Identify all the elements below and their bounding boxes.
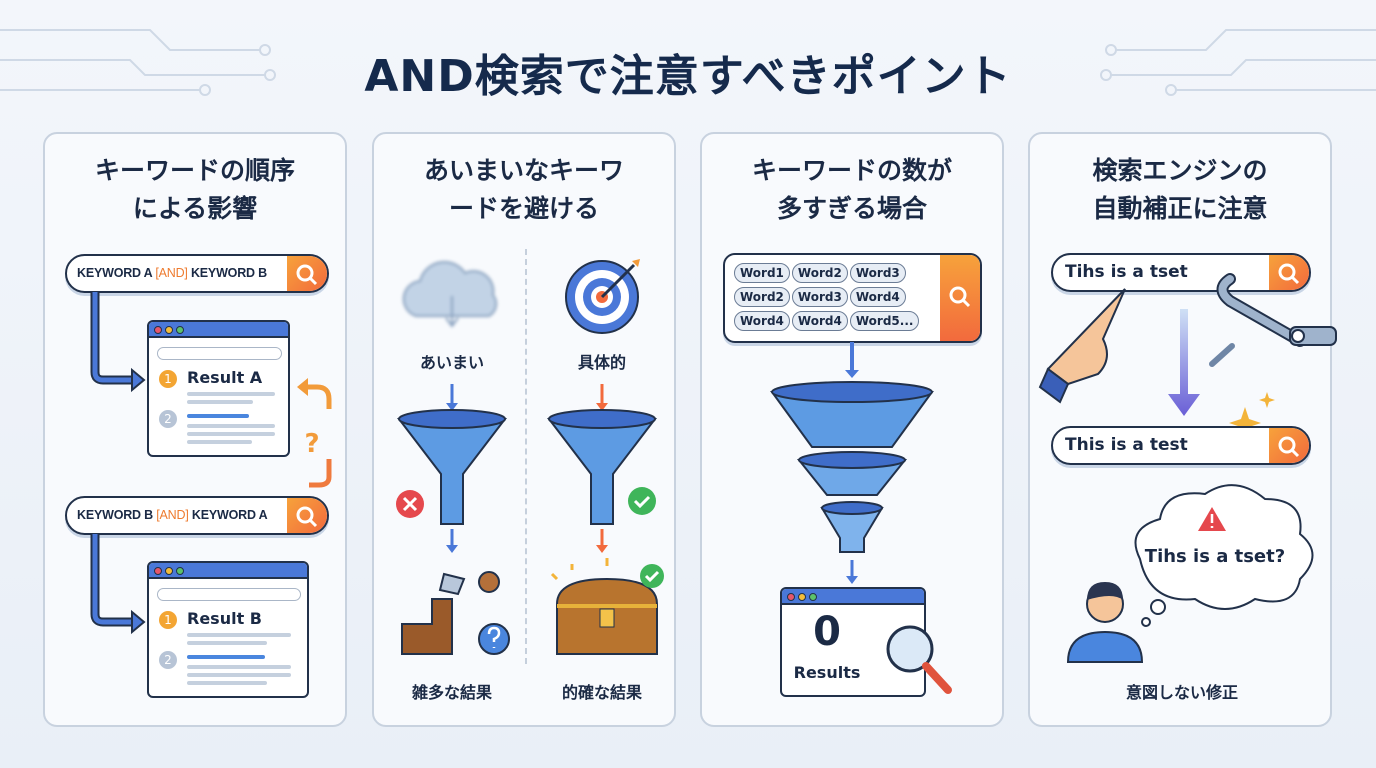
panel-auto-correction: 検索エンジンの自動補正に注意 Tihs is a tset This is a … xyxy=(1028,132,1337,727)
result-window-b: 1 Result B 2 xyxy=(147,561,309,698)
keyword-chip: Word2 xyxy=(791,263,848,283)
keyword-chip: Word4 xyxy=(734,311,790,331)
cluttered-results-label: 雑多な結果 xyxy=(411,683,492,702)
swap-question-arrow-icon: ? xyxy=(297,378,332,488)
result-b-label: Result B xyxy=(187,609,262,628)
search-button[interactable] xyxy=(940,255,980,341)
search-bar-b-and-a[interactable]: KEYWORD B [AND] KEYWORD A xyxy=(65,496,329,535)
keyword-chip: Word3 xyxy=(849,263,906,283)
search-icon xyxy=(1278,263,1300,285)
keyword-chip: Word3 xyxy=(791,287,848,307)
magnifier-icon xyxy=(886,625,952,694)
search-button[interactable] xyxy=(1269,255,1309,290)
circuit-decoration-right xyxy=(1100,29,1376,96)
result-window-a: 1 Result A 2 xyxy=(147,320,290,457)
target-icon xyxy=(565,259,640,334)
circuit-decoration-left xyxy=(0,29,276,96)
specific-label: 具体的 xyxy=(577,353,626,372)
thought-text: Tihs is a tset? xyxy=(1144,546,1286,567)
search-icon xyxy=(949,286,971,308)
wrench-robot-arm-icon xyxy=(1209,273,1337,367)
cluttered-items-icon xyxy=(401,571,510,655)
panel-avoid-vague-keywords: あいまいなキーワードを避ける あいまい 具体的 雑多な結果 的確な結果 xyxy=(372,132,676,727)
search-button[interactable] xyxy=(287,498,327,533)
vague-label: あいまい xyxy=(419,353,484,372)
treasure-chest-icon xyxy=(550,558,664,655)
unintended-correction-label: 意図しない修正 xyxy=(1125,683,1238,702)
corrected-search-bar[interactable]: This is a test xyxy=(1051,426,1311,465)
keyword-chip: Word5... xyxy=(849,311,920,331)
sparkle-icon xyxy=(1229,392,1275,439)
thought-bubble xyxy=(1134,484,1314,627)
panel-heading: 検索エンジンの自動補正に注意 xyxy=(1092,156,1268,223)
keyword-chip: Word4 xyxy=(849,287,906,307)
search-button[interactable] xyxy=(1269,428,1309,463)
cloud-icon xyxy=(402,260,498,328)
page-title: AND検索で注意すべきポイント xyxy=(364,51,1012,102)
panel-keyword-order: キーワードの順序による影響 KEYWORD A [AND] KEYWORD B … xyxy=(43,132,347,727)
panel-heading: キーワードの順序による影響 xyxy=(94,156,295,223)
search-bar-a-and-b[interactable]: KEYWORD A [AND] KEYWORD B xyxy=(65,254,329,293)
divider xyxy=(525,249,527,664)
result-count: 0 xyxy=(813,609,841,655)
keyword-chip: Word4 xyxy=(791,311,848,331)
svg-text:?: ? xyxy=(304,429,319,459)
person-avatar-icon xyxy=(1066,582,1144,663)
keyword-chip: Word1 xyxy=(734,263,790,283)
typed-search-bar[interactable]: Tihs is a tset xyxy=(1051,253,1311,292)
pointing-hand-icon xyxy=(1038,288,1126,404)
result-a-label: Result A xyxy=(187,368,263,387)
search-button[interactable] xyxy=(287,256,327,291)
funnels-icon xyxy=(396,384,658,553)
panel-heading: キーワードの数が多すぎる場合 xyxy=(751,156,952,223)
search-icon xyxy=(296,264,318,286)
narrowing-funnel-icon xyxy=(770,342,934,584)
panel-heading: あいまいなキーワードを避ける xyxy=(423,156,624,223)
arrow-to-result-b-icon xyxy=(90,534,146,635)
accurate-results-label: 的確な結果 xyxy=(561,683,642,702)
results-label: Results xyxy=(793,663,861,682)
keyword-chip: Word2 xyxy=(734,287,790,307)
search-icon xyxy=(1278,436,1300,458)
down-arrow-icon xyxy=(1168,309,1200,416)
arrow-to-result-a-icon xyxy=(90,292,146,393)
search-icon xyxy=(296,506,318,528)
